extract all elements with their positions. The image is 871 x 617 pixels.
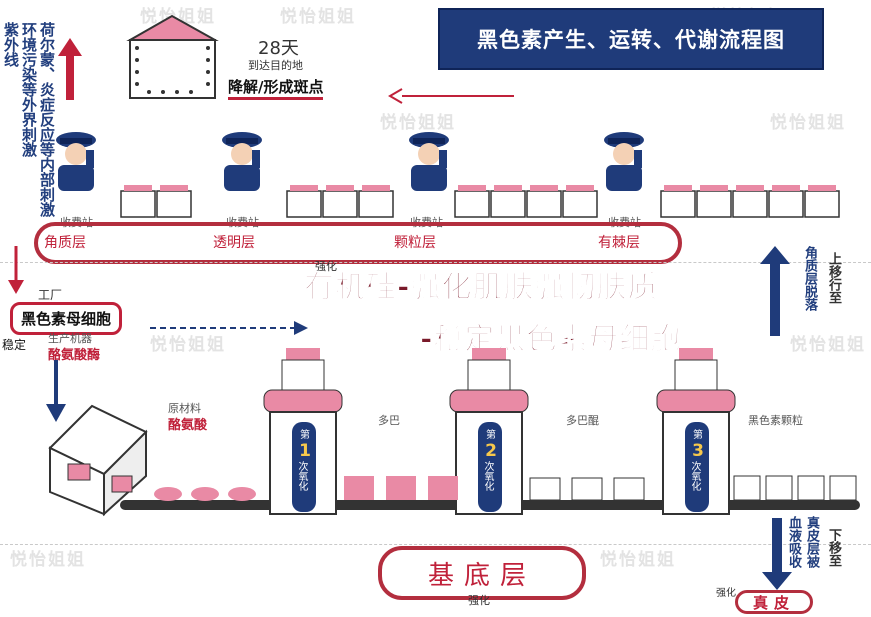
watermark-text: 悦怡姐姐 bbox=[280, 7, 356, 27]
watermark-text: 悦怡姐姐 bbox=[150, 335, 226, 355]
layer-stratum-lucidum: 透明层 bbox=[213, 235, 255, 251]
stable-label: 稳定 bbox=[2, 338, 27, 352]
tower-2-number: 2 bbox=[485, 441, 497, 461]
diagram-title: 黑色素产生、运转、代谢流程图 bbox=[438, 8, 824, 70]
tower-1-prefix: 第 bbox=[300, 430, 310, 441]
trigger-text-3: 荷尔蒙、炎症反应等内部刺激 bbox=[38, 22, 56, 217]
layer-stratum-granulosum: 颗粒层 bbox=[394, 235, 436, 251]
tower-1-number: 1 bbox=[299, 441, 311, 461]
layer-stratum-corneum: 角质层 bbox=[44, 235, 86, 251]
tower-3-number: 3 bbox=[692, 441, 704, 461]
factory-label: 工厂 bbox=[38, 288, 63, 302]
dopa-label: 多巴 bbox=[378, 414, 400, 427]
oxidation-tower-2 bbox=[449, 348, 529, 515]
degrade-label: 降解/形成斑点 bbox=[228, 76, 324, 100]
dopaquinone-label: 多巴醌 bbox=[566, 414, 599, 427]
officer-icon bbox=[56, 132, 96, 191]
cart-row bbox=[120, 185, 840, 218]
right-down-text-2: 真皮层被 bbox=[804, 516, 819, 568]
down-arrow-icon bbox=[8, 246, 24, 294]
tower-2-suffix: 次氧化 bbox=[482, 461, 493, 491]
overlay-headline-1: 有机硅-强化肌肤强韧肤质 bbox=[303, 270, 659, 306]
trigger-text-2: 环境污染等外界刺激 bbox=[20, 22, 38, 157]
up-arrow-icon bbox=[58, 38, 82, 100]
up-arrow-icon bbox=[760, 246, 790, 336]
tower-1-label: 第 1 次氧化 bbox=[296, 430, 314, 491]
divider bbox=[0, 544, 871, 545]
overlay-headline-2: -稳定黑色素母细胞 bbox=[419, 322, 682, 358]
factory-house-icon bbox=[48, 404, 148, 517]
melanocyte-label: 黑色素母细胞 bbox=[10, 302, 123, 335]
tower-2-prefix: 第 bbox=[486, 430, 496, 441]
watermark-text: 悦怡姐姐 bbox=[600, 550, 676, 570]
melanin-boxes bbox=[733, 475, 857, 501]
strengthen-bottom-label: 强化 bbox=[468, 594, 490, 607]
down-arrow-icon bbox=[46, 360, 66, 422]
melanin-granule-label: 黑色素颗粒 bbox=[748, 414, 803, 427]
basal-layer-label: 基底层 bbox=[378, 546, 586, 600]
watermark-text: 悦怡姐姐 bbox=[770, 113, 846, 133]
right-down-text-3: 下移至 bbox=[826, 528, 841, 567]
right-down-text-1: 血液吸收 bbox=[786, 516, 801, 568]
days-label: 28天 bbox=[258, 38, 299, 59]
right-arrow-icon bbox=[150, 321, 308, 335]
raw-material-label: 原材料 bbox=[168, 402, 201, 415]
tower-3-prefix: 第 bbox=[693, 430, 703, 441]
epidermis-layers-band bbox=[34, 222, 682, 264]
arrive-label: 到达目的地 bbox=[248, 59, 303, 72]
destination-box-icon bbox=[126, 14, 219, 99]
tower-2-label: 第 2 次氧化 bbox=[482, 430, 500, 491]
down-arrow-icon bbox=[762, 518, 792, 590]
right-up-text-1: 角质层脱落 bbox=[802, 246, 817, 311]
strengthen-dermis-label: 强化 bbox=[716, 588, 736, 599]
tower-3-suffix: 次氧化 bbox=[689, 461, 700, 491]
right-up-text-2: 上移行至 bbox=[826, 252, 841, 304]
tower-1-suffix: 次氧化 bbox=[296, 461, 307, 491]
machine-label: 生产机器 bbox=[48, 332, 92, 345]
officer-icon bbox=[409, 132, 449, 191]
tower-3-label: 第 3 次氧化 bbox=[689, 430, 707, 491]
dopa-boxes bbox=[344, 476, 458, 500]
officer-icon bbox=[604, 132, 644, 191]
tyrosine-label: 酪氨酸 bbox=[168, 418, 208, 433]
trigger-text-1: 紫外线 bbox=[2, 22, 20, 67]
oxidation-tower-3 bbox=[656, 348, 736, 515]
watermark-text: 悦怡姐姐 bbox=[140, 7, 216, 27]
dopaquinone-boxes bbox=[529, 477, 645, 501]
oxidation-tower-1 bbox=[263, 348, 343, 515]
officer-icon bbox=[222, 132, 262, 191]
watermark-text: 悦怡姐姐 bbox=[10, 550, 86, 570]
watermark-text: 悦怡姐姐 bbox=[790, 335, 866, 355]
divider bbox=[0, 262, 871, 263]
dermis-label: 真皮 bbox=[735, 590, 813, 614]
watermark-text: 悦怡姐姐 bbox=[380, 113, 456, 133]
enzyme-label: 酪氨酸酶 bbox=[48, 348, 101, 363]
strengthen-small-label: 强化 bbox=[315, 260, 337, 273]
left-arrow-icon bbox=[388, 88, 514, 104]
layer-stratum-spinosum: 有棘层 bbox=[598, 235, 640, 251]
tyrosine-blobs bbox=[154, 487, 256, 501]
